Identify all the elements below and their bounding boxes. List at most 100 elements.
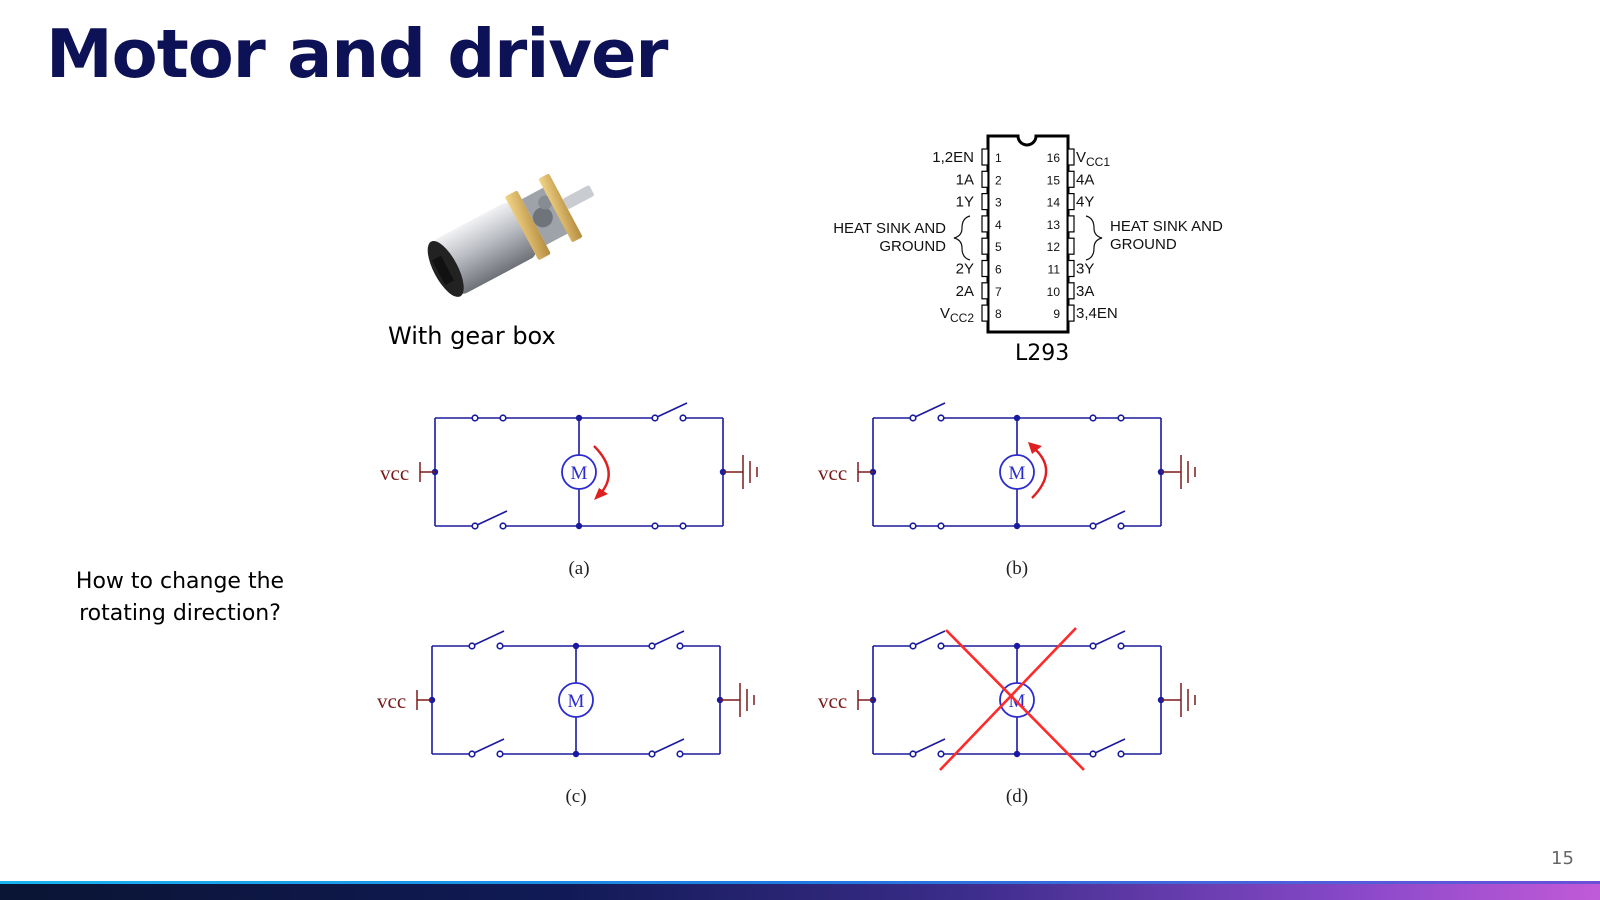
switch-top-right-contact-a — [1089, 414, 1097, 422]
switch-top-left-contact-a — [909, 642, 917, 650]
pin-3-lead — [981, 192, 989, 211]
switch-top-left-contact-b — [937, 414, 945, 422]
switch-bottom-right-contact-b — [679, 522, 687, 530]
pin-1-number: 1 — [995, 151, 1002, 165]
switch-top-left — [909, 630, 946, 650]
switch-bottom-left-contact-a — [909, 522, 917, 530]
switch-top-left-lever — [914, 630, 946, 646]
junction-ground — [719, 468, 727, 476]
pin-16-lead — [1067, 148, 1075, 166]
pin-10-number: 10 — [1047, 285, 1061, 299]
heat-sink-right-line2: GROUND — [1110, 236, 1177, 253]
pin-2-number: 2 — [995, 173, 1002, 187]
switch-top-right-lever — [656, 402, 688, 418]
pin-7-lead — [981, 282, 989, 300]
switch-top-right-contact-b — [1117, 642, 1125, 650]
heat-sink-right-brace — [1085, 215, 1103, 261]
pin-9-lead — [1067, 304, 1075, 322]
switch-bottom-left — [471, 510, 508, 530]
heat-sink-left-line2: GROUND — [879, 238, 946, 255]
switch-bottom-right-contact-b — [1117, 522, 1125, 530]
junction-bottom — [572, 750, 580, 758]
switch-top-left-lever — [914, 402, 946, 418]
supply-label: vcc — [380, 461, 409, 485]
junction-top — [1013, 642, 1021, 650]
circuit-caption: (a) — [568, 558, 589, 579]
switch-top-right-contact-a — [651, 414, 659, 422]
switch-top-left — [471, 414, 507, 422]
switch-bottom-left-lever — [914, 738, 946, 754]
switch-top-right-contact-a — [648, 642, 656, 650]
pin-8-number: 8 — [995, 307, 1002, 321]
bottom-accent-bar — [0, 881, 1600, 900]
pin-4-number: 4 — [995, 218, 1002, 232]
pin-13-number: 13 — [1047, 218, 1061, 232]
heat-sink-right-line1: HEAT SINK AND — [1110, 218, 1223, 235]
switch-top-right-lever — [1094, 630, 1126, 646]
rotation-arrow — [1031, 449, 1048, 499]
chip-name: L293 — [1015, 341, 1070, 366]
rotation-arrow — [593, 445, 610, 495]
switch-bottom-right-lever — [1094, 510, 1126, 526]
pin-14-label: 4Y — [1076, 194, 1094, 211]
switch-bottom-right — [648, 738, 685, 758]
switch-bottom-left-contact-b — [937, 522, 945, 530]
junction-bottom — [575, 522, 583, 530]
pin-11-label: 3Y — [1076, 261, 1094, 278]
rotation-arrowhead — [594, 488, 608, 500]
ground-symbol — [1161, 455, 1196, 489]
switch-top-left-contact-a — [468, 642, 476, 650]
supply-label: vcc — [818, 689, 847, 713]
slide-title: Motor and driver — [46, 15, 668, 93]
pin-3-number: 3 — [995, 196, 1002, 210]
pin-2-lead — [981, 170, 989, 188]
pin-2-label: 1A — [956, 171, 974, 188]
switch-bottom-left — [909, 738, 946, 758]
pin-9-number: 9 — [1053, 307, 1060, 321]
circuit-caption: (c) — [565, 786, 586, 807]
switch-bottom-left-lever — [473, 738, 505, 754]
junction-top — [572, 642, 580, 650]
switch-bottom-right — [651, 522, 687, 530]
supply-label: vcc — [377, 689, 406, 713]
pin-16-label: VCC1 — [1076, 149, 1110, 169]
pin-6-label: 2Y — [956, 261, 974, 278]
pin-12-number: 12 — [1047, 240, 1061, 254]
junction-bottom — [1013, 750, 1021, 758]
motor-icon — [999, 682, 1035, 718]
pin-16-label-subscript: CC1 — [1086, 155, 1110, 169]
pin-15-label: 4A — [1076, 171, 1094, 188]
cross-out-line-2 — [939, 627, 1077, 771]
switch-bottom-right-contact-a — [651, 522, 659, 530]
switch-top-left-contact-b — [499, 414, 507, 422]
switch-bottom-right-contact-a — [648, 750, 656, 758]
junction-top — [1013, 414, 1021, 422]
switch-bottom-left-contact-b — [937, 750, 945, 758]
supply-label: vcc — [818, 461, 847, 485]
switch-top-right-contact-b — [1117, 414, 1125, 422]
gear-motor-image — [427, 174, 594, 297]
pin-5-number: 5 — [995, 240, 1002, 254]
pin-9-label: 3,4EN — [1076, 305, 1118, 322]
switch-bottom-left — [909, 522, 945, 530]
switch-bottom-right — [1089, 510, 1126, 530]
pin-8-label-subscript: CC2 — [950, 311, 974, 325]
cross-out-line-1 — [945, 629, 1085, 771]
switch-top-left-lever — [473, 630, 505, 646]
ground-symbol — [1161, 683, 1196, 717]
pin-15-number: 15 — [1047, 173, 1061, 187]
chip-body — [986, 134, 1070, 334]
pin-8-lead — [981, 304, 989, 322]
ground-symbol — [720, 683, 755, 717]
question-text: How to change the rotating direction? — [75, 569, 285, 626]
switch-bottom-left-contact-b — [499, 522, 507, 530]
heat-sink-left-brace — [953, 215, 971, 261]
pin-16-number: 16 — [1047, 151, 1061, 165]
switch-bottom-right-contact-a — [1089, 750, 1097, 758]
